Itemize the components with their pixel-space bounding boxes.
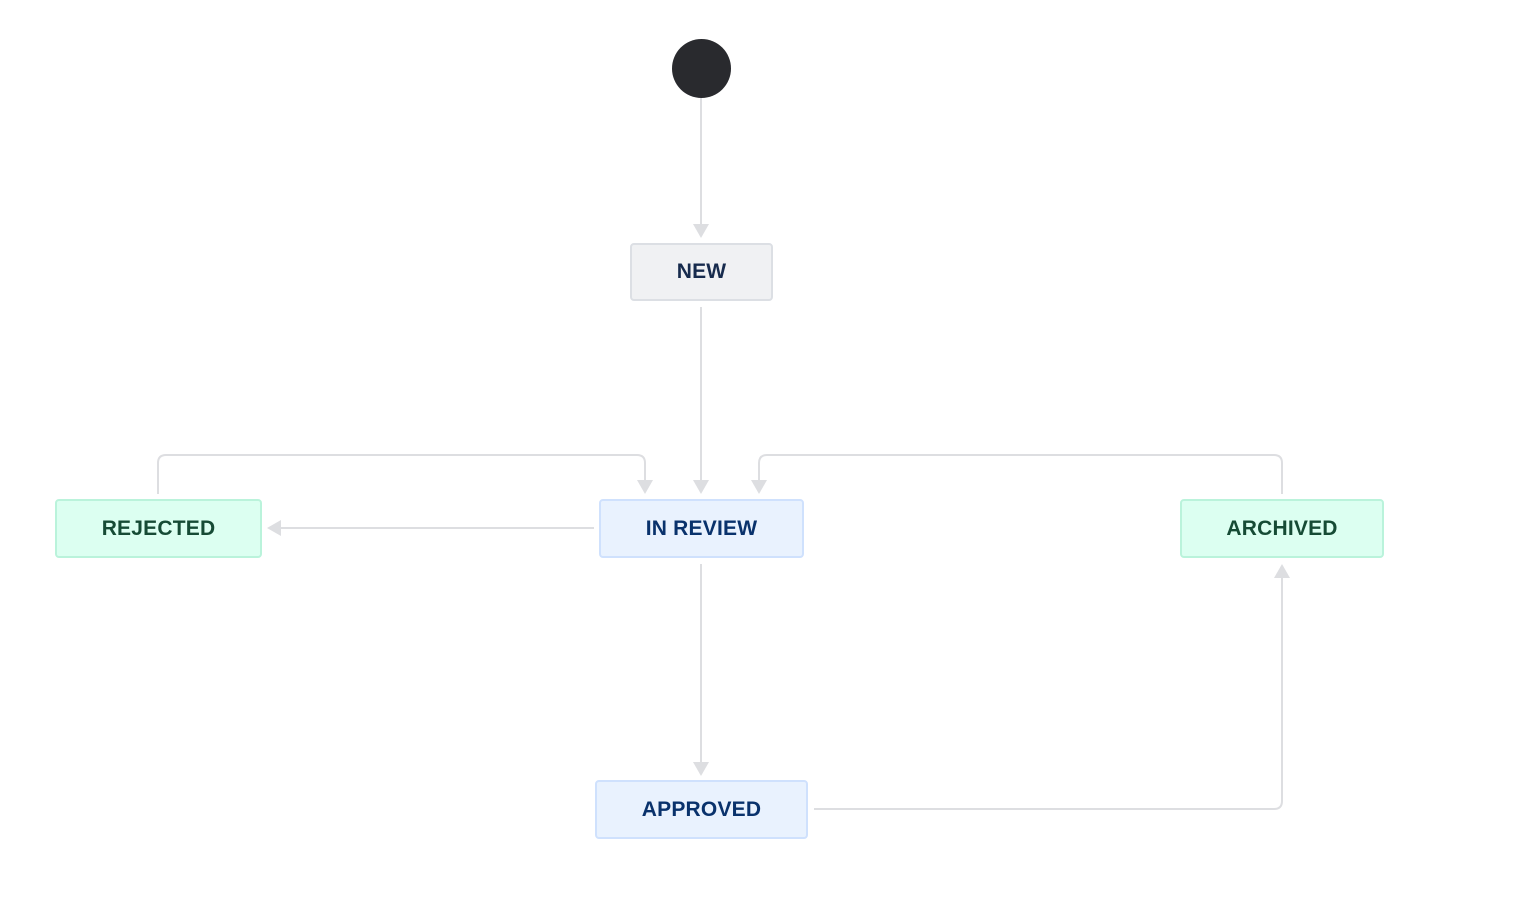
arrowhead-icon — [693, 762, 709, 776]
status-archived[interactable]: ARCHIVED — [1180, 499, 1384, 558]
transition-rejected-to-in-review[interactable] — [157, 454, 653, 494]
transition-start-to-new[interactable] — [693, 98, 709, 238]
status-rejected[interactable]: REJECTED — [55, 499, 262, 558]
arrowhead-icon — [693, 480, 709, 494]
status-new[interactable]: NEW — [630, 243, 773, 301]
arrowhead-icon — [1274, 564, 1290, 578]
transition-in-review-to-approved[interactable] — [693, 564, 709, 776]
arrowhead-icon — [693, 224, 709, 238]
arrowhead-icon — [267, 520, 281, 536]
arrowhead-icon — [637, 480, 653, 494]
start-node — [672, 39, 731, 98]
status-approved[interactable]: APPROVED — [595, 780, 808, 839]
transition-in-review-to-rejected[interactable] — [267, 520, 594, 536]
arrowhead-icon — [751, 480, 767, 494]
status-in-review[interactable]: IN REVIEW — [599, 499, 804, 558]
transition-approved-to-archived[interactable] — [814, 564, 1290, 810]
transition-archived-to-in-review[interactable] — [751, 454, 1283, 494]
transition-new-to-in-review[interactable] — [693, 307, 709, 494]
